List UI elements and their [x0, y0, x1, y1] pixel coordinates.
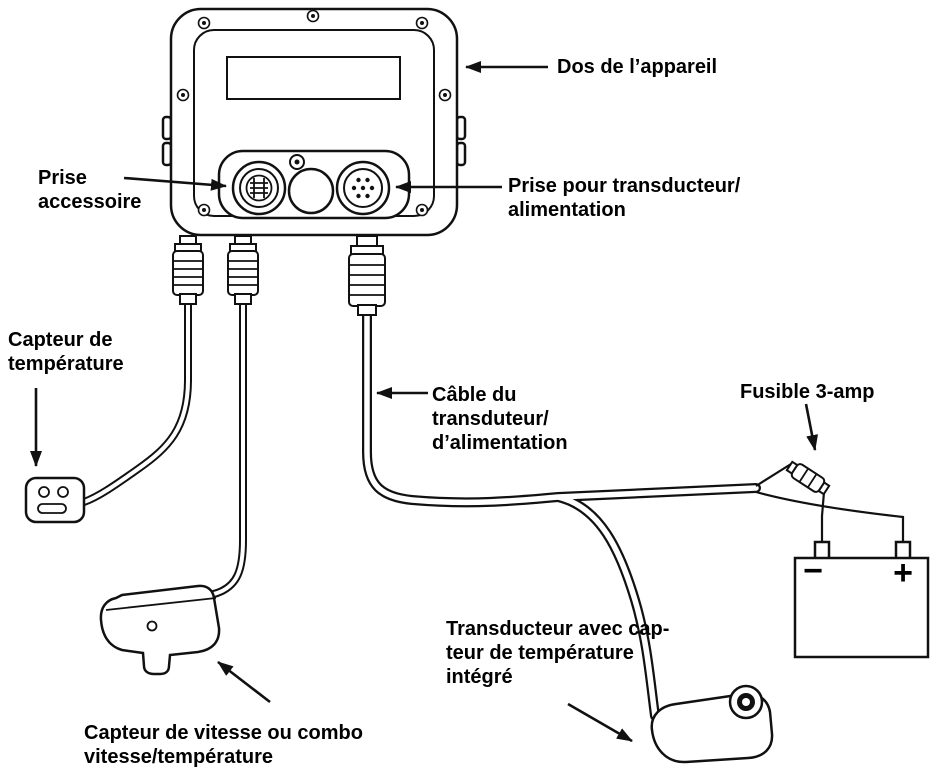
- arrow-transducer: [567, 702, 633, 743]
- screw-icon: [197, 16, 211, 30]
- speed-sensor-illustration: [99, 584, 221, 676]
- battery-positive-sign: +: [893, 554, 913, 592]
- speed-sensor-plug: [227, 235, 259, 305]
- blank-socket: [287, 167, 335, 215]
- transducer-illustration: [650, 684, 774, 764]
- device-label-plate: [226, 56, 401, 100]
- accessory-socket-illustration: [231, 160, 287, 216]
- battery-body: [793, 556, 930, 659]
- label-accessory-socket: Prise accessoire: [38, 167, 142, 213]
- label-transducer: Transducteur avec cap- teur de températu…: [446, 618, 670, 688]
- battery-negative-sign: −: [803, 552, 823, 590]
- arrow-fuse: [804, 403, 819, 451]
- screw-icon: [306, 9, 320, 23]
- screw-icon: [438, 88, 452, 102]
- accessory-plug: [172, 235, 204, 305]
- label-back-of-unit: Dos de l’appareil: [557, 56, 718, 78]
- power-socket-illustration: [335, 160, 391, 216]
- battery-wiring: [755, 463, 905, 544]
- screw-icon: [176, 88, 190, 102]
- arrow-speed-sensor: [217, 660, 271, 704]
- accessory-sensor-cable: [80, 294, 192, 506]
- panel-pilot-hole: [289, 154, 305, 170]
- label-power-socket: Prise pour transducteur/ alimentation: [508, 175, 741, 221]
- callout-arrows: [30, 61, 819, 743]
- device-back-illustration: [161, 7, 467, 237]
- arrow-accessory-socket: [123, 176, 227, 191]
- fuse-illustration: [785, 460, 831, 496]
- battery-illustration: [793, 540, 930, 659]
- transducer-power-cable: [362, 300, 761, 721]
- power-plug: [348, 235, 386, 316]
- label-temperature-sensor: Capteur de température: [8, 329, 124, 375]
- screw-icon: [415, 16, 429, 30]
- temperature-sensor-illustration: [24, 476, 86, 524]
- label-power-cable: Câble du transduteur/ d’alimentation: [432, 384, 568, 454]
- label-speed-sensor: Capteur de vitesse ou combo vitesse/temp…: [84, 722, 363, 768]
- label-fuse: Fusible 3-amp: [740, 381, 875, 403]
- screw-icon: [197, 203, 211, 217]
- screw-icon: [415, 203, 429, 217]
